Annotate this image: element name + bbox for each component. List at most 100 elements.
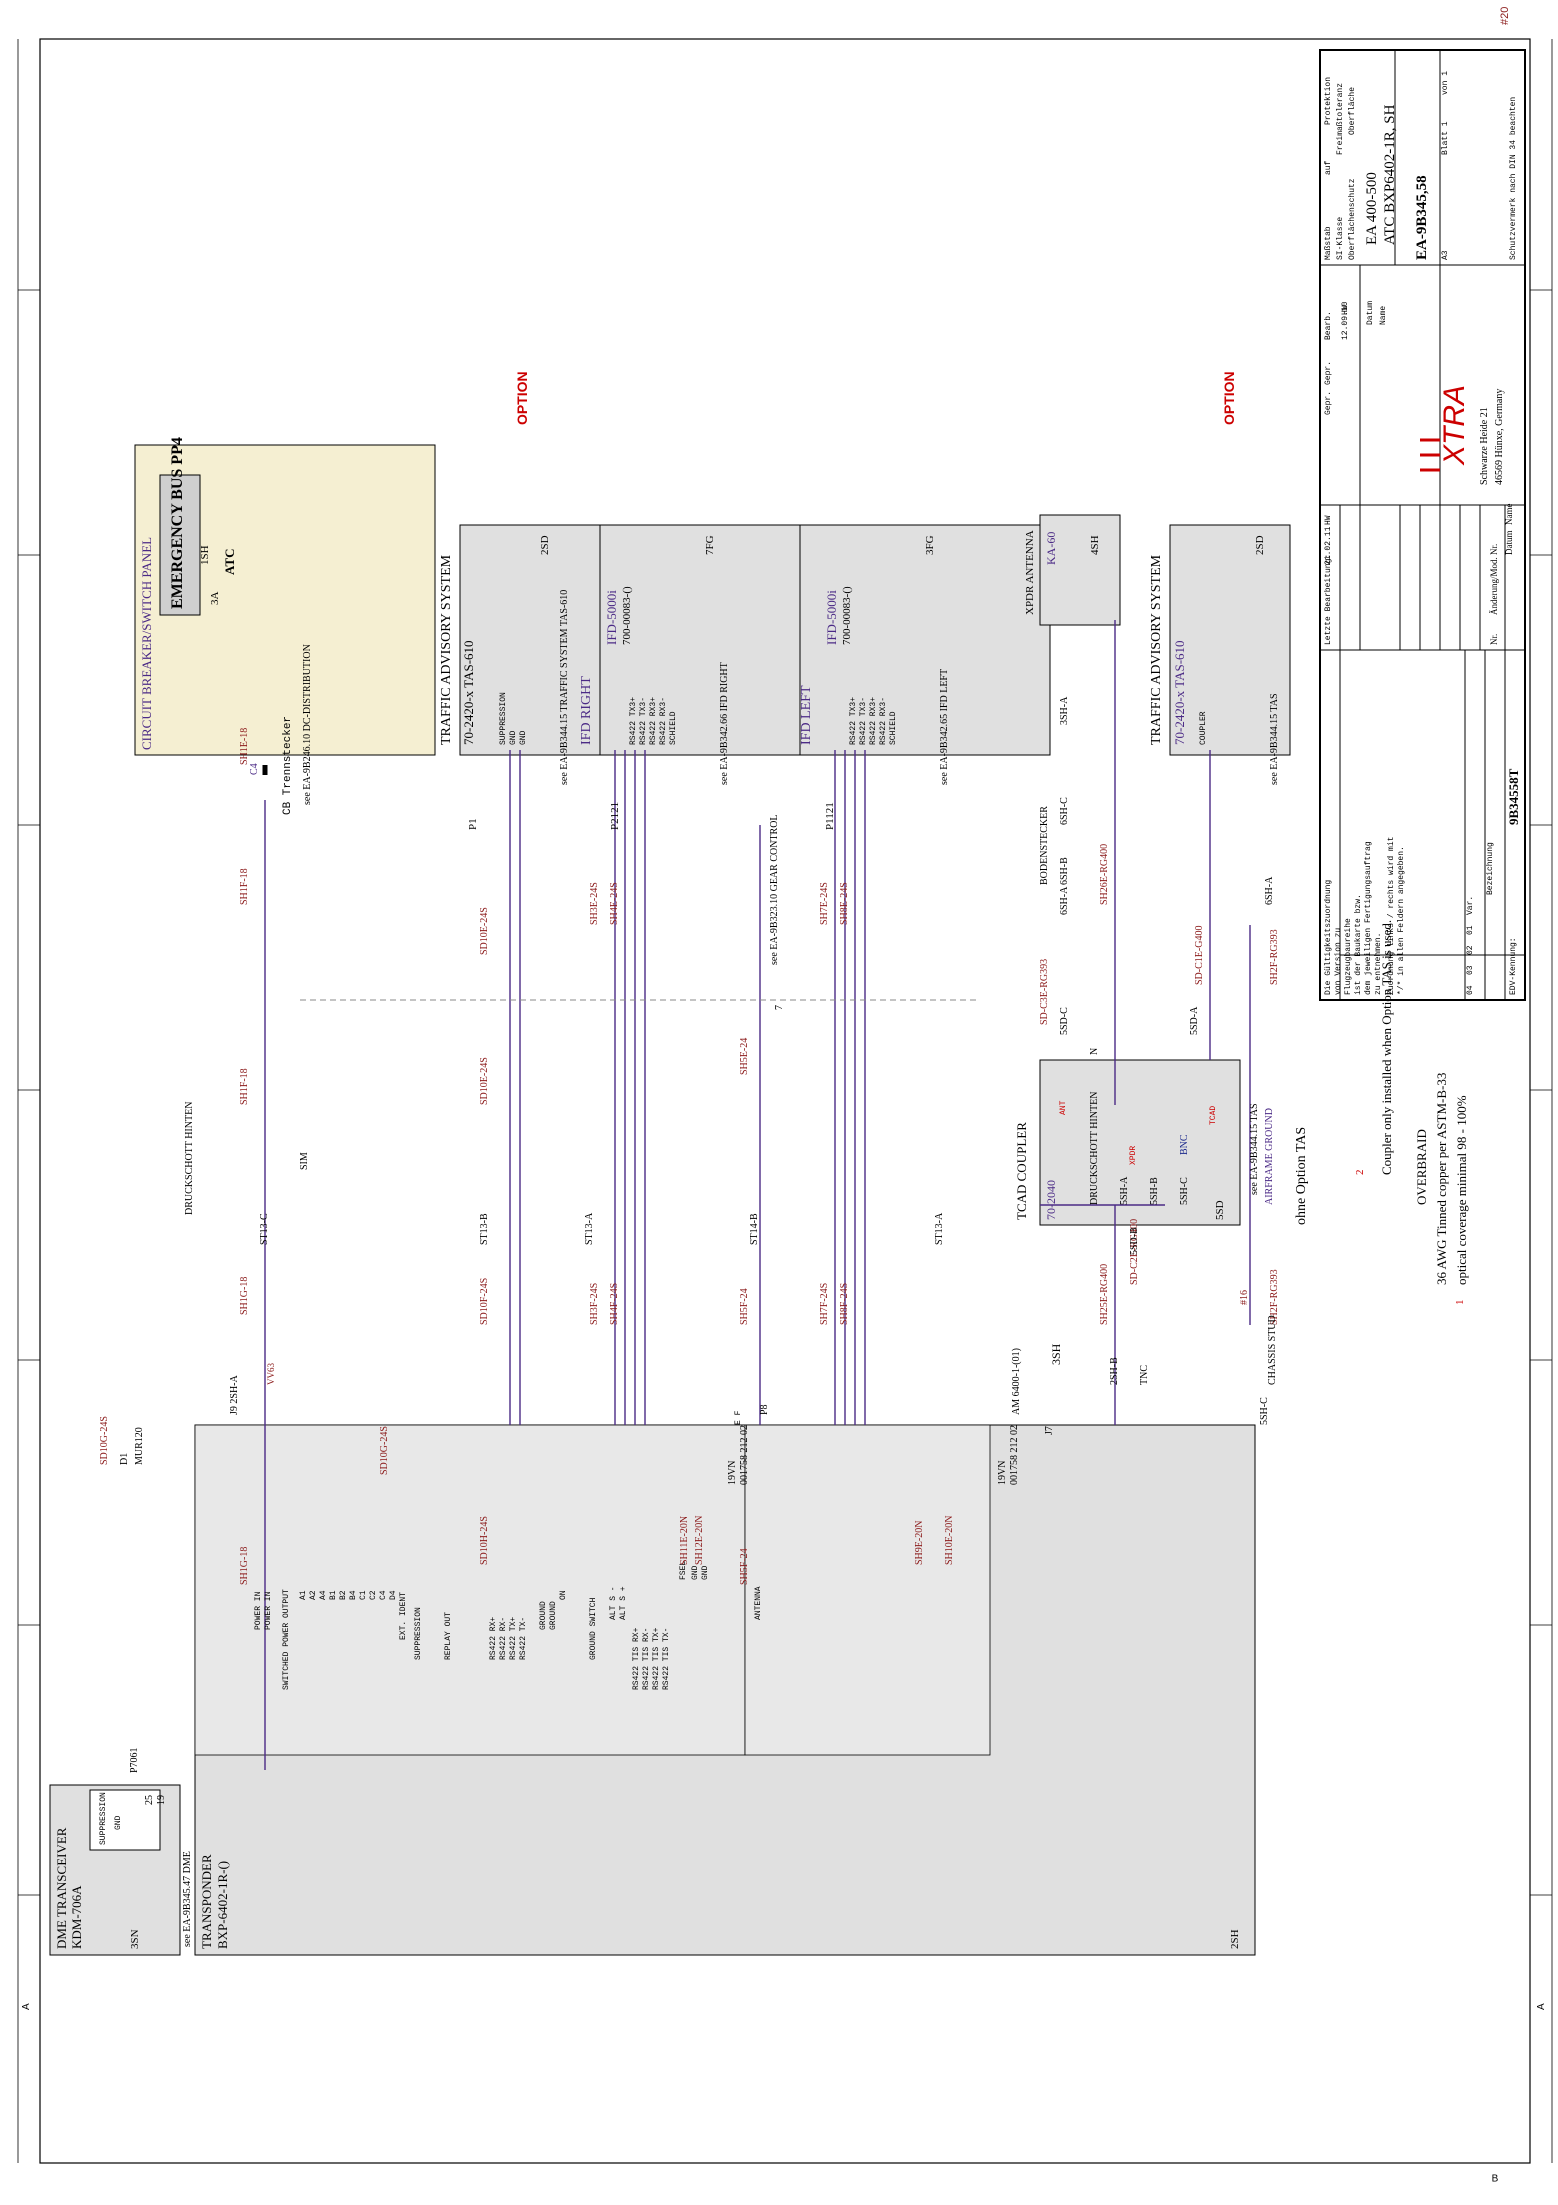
ifdl-ref: see EA-9B342.65 IFD LEFT (939, 668, 950, 785)
ifdr-pin: RS422 TX3+ (629, 696, 638, 745)
tcad-note: ohne Option TAS (1294, 1126, 1309, 1225)
tb-addr1: Schwarze Heide 21 (1479, 407, 1490, 485)
cb-amp: 3A (209, 591, 221, 605)
dme-id: 3SN (129, 1929, 141, 1949)
note-tri2: 2 (1354, 1169, 1366, 1176)
wire-sh1f-2: SH1F-18 (239, 1068, 250, 1105)
transponder-model: BXP-6402-1R-() (215, 1860, 230, 1949)
druckschott-2: DRUCKSCHOTT HINTEN (1089, 1091, 1100, 1205)
tas1-sys: TRAFFIC ADVISORY SYSTEM (439, 554, 454, 745)
tcad-xpdr: XPDR (1129, 1145, 1138, 1165)
pin-label: RS422 RX- (499, 1616, 508, 1660)
ebus-ref: see EA-9B246.10 DC-DISTRIBUTION (302, 644, 313, 805)
coax-tnc: TNC (1139, 1365, 1150, 1385)
tas2-sys: TRAFFIC ADVISORY SYSTEM (1149, 554, 1164, 745)
p8-connector (744, 1424, 991, 1756)
pin-label: A4 (319, 1590, 328, 1600)
xpdr-ant-title: XPDR ANTENNA (1024, 530, 1036, 615)
note-awg: 36 AWG Tinned copper per ASTM-B-33 (1434, 1072, 1449, 1285)
pin-label: REPLAY OUT (444, 1611, 453, 1660)
pin-label: EXT. IDENT (399, 1591, 408, 1640)
tas1-id: 2SD (539, 535, 551, 555)
tb-gueltig-line: Zuordnung links / rechts wird mit (1387, 836, 1396, 995)
note-coverage: optical coverage minimal 98 - 100% (1454, 1095, 1469, 1285)
dme-title: DME TRANSCEIVER (54, 1827, 69, 1949)
tb-edv-no: 9B34558T (1506, 768, 1521, 825)
wire-sh12e: SH12E-20N (694, 1515, 705, 1565)
ifdr-pin: SCHIELD (669, 711, 678, 745)
pin-label: RS422 TIS RX- (642, 1627, 651, 1690)
coax-6sha-2: 6SH-A (1264, 876, 1275, 905)
tas2-coupler-pin: COUPLER (1199, 711, 1208, 745)
tas1-model: 70-2420-x TAS-610 (461, 640, 476, 745)
tcad-pn: 70-2040 (1044, 1180, 1058, 1220)
ifdl-pn: 700-00083-() (841, 586, 853, 645)
ifdl-pin: RS422 TX3- (859, 696, 868, 745)
tb-gueltig-line: ist der Baukarte bzw. (1354, 894, 1363, 995)
wire-sh8f: SH8F-24S (839, 1282, 850, 1325)
tas2-box (1169, 524, 1291, 756)
ifdr-pin: RS422 TX3- (639, 696, 648, 745)
tb-name: Name (1504, 503, 1514, 526)
pin-label: C1 (359, 1590, 368, 1600)
tb-logo: XTRA (1438, 384, 1471, 465)
tas1-pin-gnd: GND (509, 730, 518, 745)
j9-connector (194, 1424, 746, 1756)
ifdr-pin: RS422 RX3+ (649, 696, 658, 745)
dme-pin-suppression: SUPPRESSION (99, 1792, 108, 1845)
tb-addr2: 46569 Hünxe, Germany (1494, 388, 1505, 485)
row-letter-b: B (1491, 2173, 1499, 2185)
coax-5shc-2: 5SH-C (1259, 1397, 1270, 1425)
druckschott: DRUCKSCHOTT HINTEN (184, 1101, 195, 1215)
tas1-conn: P1 (467, 818, 479, 830)
tb-bearb-name: HW (1341, 305, 1350, 315)
row-letter-a: A (21, 2003, 32, 2010)
tb-edv: EDV-Kennung: (1509, 937, 1518, 995)
ifdl-box (799, 524, 1051, 756)
wire-sh1e: SH1E-18 (239, 727, 250, 765)
tcad-ant: ANT (1059, 1100, 1068, 1115)
ebus-bus: EMERGENCY BUS PP4 (169, 437, 186, 609)
wire-sh1g-2: SH1G-18 (239, 1546, 250, 1585)
coax-5sha: 5SH-A (1119, 1176, 1130, 1205)
coax-6sha: 6SH-A (1059, 886, 1070, 915)
note-overbraid: OVERBRAID (1414, 1129, 1429, 1205)
pin-label: A1 (299, 1590, 308, 1600)
pin-label: GND (691, 1565, 700, 1580)
st14b: ST14-B (749, 1213, 760, 1245)
pin-label: GROUND (549, 1601, 558, 1630)
tas1-pin-gnd2: GND (519, 730, 528, 745)
ifdr-id: 7FG (704, 535, 716, 555)
tb-massstab: Maßstab (1324, 226, 1333, 260)
tb-title2: ATC BXP6402-1R, SH (1382, 104, 1398, 245)
sim-label: SIM (299, 1152, 310, 1170)
wire-sh3f: SH3F-24S (589, 1282, 600, 1325)
wire-sdc3e: SD-C3E-RG393 (1039, 958, 1050, 1025)
gear-no: 7 (774, 1005, 785, 1010)
pin-label: GND (701, 1565, 710, 1580)
wire-sh5f: SH5F-24 (739, 1288, 750, 1325)
tb-protektion: Protektion (1324, 76, 1333, 125)
tb-schutzvermerk: Schutzvermerk nach DIN 34 beachten (1509, 96, 1518, 260)
wire-sh4e: SH4E-24S (609, 882, 620, 925)
tb-nr: Nr. (1489, 633, 1499, 645)
ebus-box (134, 444, 436, 756)
gnd1-label: 19VN (727, 1460, 738, 1485)
tb-letzte: Letzte Bearbeitung: (1324, 553, 1333, 645)
tas2-option: OPTION (1221, 371, 1237, 425)
tb-gueltig-line: Die Gültigkeitszuordnung (1324, 879, 1333, 995)
cb-name: ATC (222, 548, 237, 575)
coax-5shb: 5SH-B (1149, 1177, 1160, 1205)
wire-sh5e: SH5E-24 (739, 1037, 750, 1075)
ef-label: E F (734, 1410, 743, 1425)
coax-5sdc: 5SD-C (1059, 1007, 1070, 1035)
wire-sh11e: SH11E-20N (679, 1515, 690, 1565)
ifdr-pn: 700-00083-() (621, 586, 633, 645)
wire-sh2f-2: SH2F-RG393 (1269, 929, 1280, 985)
tb-datum: Datum (1504, 530, 1514, 556)
ifdr-pin: RS422 RX3- (659, 696, 668, 745)
pin-label: RS422 RX+ (489, 1616, 498, 1660)
tb-name-hdr: Name (1379, 305, 1388, 325)
wire-sh10e: SH10E-20N (944, 1515, 955, 1565)
